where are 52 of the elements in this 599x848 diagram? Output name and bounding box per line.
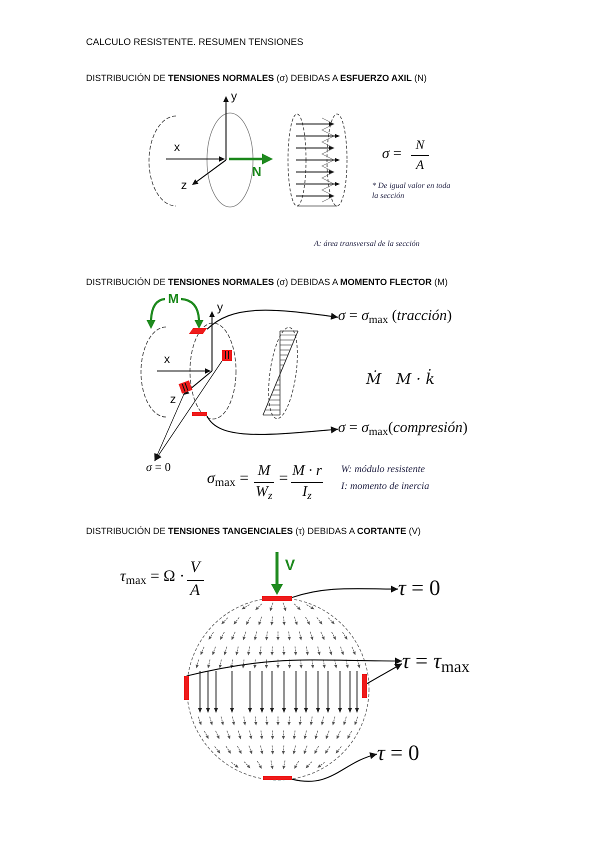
force-label: V: [285, 558, 296, 573]
stress-formula: σ = 0: [146, 461, 171, 473]
axis-label: z: [181, 179, 187, 191]
fraction-numerator: M: [258, 464, 270, 479]
stress-formula: τ = 0: [398, 577, 440, 599]
fraction-denominator: A: [190, 583, 200, 599]
fiber-marker: [263, 776, 292, 780]
axis-label: x: [164, 353, 170, 365]
force-label: N: [252, 165, 262, 178]
note-text: * De igual valor en toda la sección: [372, 181, 452, 202]
connector-arrow: [154, 393, 184, 462]
formula-text: =: [279, 471, 288, 487]
formula-text: σ$_{max}$ =: [207, 471, 249, 487]
fraction-numerator: M · r: [292, 464, 322, 479]
section-heading: DISTRIBUCIÓN DE TENSIONES TANGENCIALES (τ) DEBIDAS A CORTANTE (V): [86, 527, 421, 536]
connector-arrow: [154, 360, 222, 462]
page-title: CALCULO RESISTENTE. RESUMEN TENSIONES: [86, 38, 304, 48]
stress-element-marker: [222, 350, 232, 361]
stress-element-marker: [178, 380, 192, 394]
note-text: I: momento de inercia: [341, 482, 430, 492]
stress-formula: τ = 0: [377, 742, 420, 764]
stress-formula: σ = σ$_{max}$(compresión): [338, 421, 468, 436]
fraction-numerator: V: [190, 560, 200, 576]
fiber-marker: [362, 674, 367, 698]
fraction-numerator: N: [416, 138, 424, 151]
fraction-denominator: W$_{z}$: [256, 485, 272, 500]
connector-arrow: [366, 663, 402, 684]
note-text: A: área transversal de la sección: [314, 240, 420, 248]
axis-label: z: [170, 393, 176, 405]
fiber-marker: [184, 676, 189, 700]
fraction-denominator: A: [416, 158, 424, 171]
connector-arrow: [292, 586, 398, 598]
section-heading: DISTRIBUCIÓN DE TENSIONES NORMALES (σ) DEBIDAS A MOMENTO FLECTOR (M): [86, 278, 448, 287]
connector-arrow: [292, 752, 378, 782]
stress-formula: τ = τ$_{max}$: [402, 650, 470, 672]
connector-arrow: [206, 310, 338, 330]
stress-formula: σ = σ$_{max}$ (tracción): [338, 309, 452, 324]
note-text: W: módulo resistente: [341, 465, 425, 475]
formula-text: σ =: [382, 147, 402, 162]
fiber-marker: [192, 412, 207, 416]
formula-text: Ṁ: [366, 372, 382, 387]
axis-label: x: [174, 141, 180, 153]
section-heading: DISTRIBUCIÓN DE TENSIONES NORMALES (σ) DEBIDAS A ESFUERZO AXIL (N): [86, 74, 427, 83]
axis-label: y: [217, 301, 223, 313]
fraction-denominator: I$_{z}$: [302, 485, 312, 500]
fiber-marker: [262, 596, 292, 601]
formula-text: τ$_{max}$ = Ω ·: [120, 569, 185, 585]
connector-arrow: [186, 657, 402, 677]
connector-arrow: [206, 416, 338, 435]
fiber-marker: [188, 328, 208, 334]
moment-label: M: [168, 292, 179, 305]
axis-label: y: [231, 90, 237, 102]
